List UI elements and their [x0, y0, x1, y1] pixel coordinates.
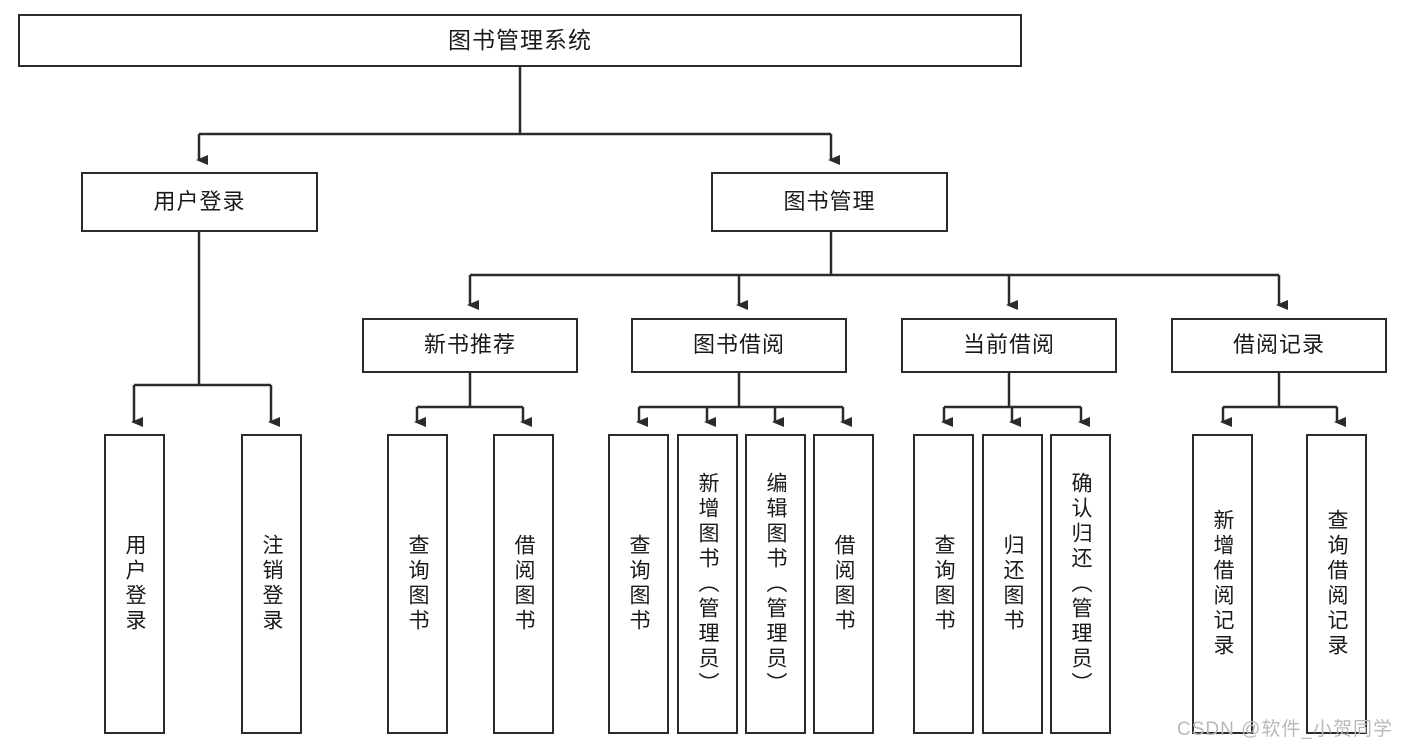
node-user-login[interactable]: 用户登录 — [81, 172, 318, 232]
leaf-record-query-record[interactable]: 查询借阅记录 — [1306, 434, 1367, 734]
node-label: 归还图书 — [1001, 534, 1025, 634]
node-label: 当前借阅 — [962, 332, 1055, 358]
leaf-record-add-record[interactable]: 新增借阅记录 — [1192, 434, 1253, 734]
edge-group-user-login — [131, 232, 280, 427]
node-label: 查询图书 — [932, 534, 956, 634]
node-borrow-record[interactable]: 借阅记录 — [1171, 318, 1387, 373]
node-book-management[interactable]: 图书管理 — [711, 172, 948, 232]
leaf-current-query-book[interactable]: 查询图书 — [913, 434, 974, 734]
node-label: 借阅图书 — [512, 534, 536, 634]
leaf-current-confirm-return-admin[interactable]: 确认归还（管理员） — [1050, 434, 1111, 734]
leaf-user-login-login[interactable]: 用户登录 — [104, 434, 165, 734]
node-label: 新书推荐 — [423, 332, 516, 358]
node-label: 用户登录 — [123, 534, 147, 634]
node-label: 图书借阅 — [692, 332, 785, 358]
leaf-current-return-book[interactable]: 归还图书 — [982, 434, 1043, 734]
edge-group-borrow-record — [1220, 373, 1346, 427]
edge-group-book-manage — [467, 232, 1288, 310]
leaf-borrow-edit-book-admin[interactable]: 编辑图书（管理员） — [745, 434, 806, 734]
node-current-borrow[interactable]: 当前借阅 — [901, 318, 1117, 373]
node-label: 确认归还（管理员） — [1069, 471, 1093, 697]
node-label: 用户登录 — [153, 188, 246, 214]
leaf-new-book-query[interactable]: 查询图书 — [387, 434, 448, 734]
node-label: 新增借阅记录 — [1211, 509, 1235, 659]
csdn-watermark: CSDN @软件_小贺同学 — [1177, 719, 1393, 740]
leaf-borrow-add-book-admin[interactable]: 新增图书（管理员） — [677, 434, 738, 734]
node-label: 编辑图书（管理员） — [764, 471, 788, 697]
node-label: 注销登录 — [260, 534, 284, 634]
leaf-borrow-query-book[interactable]: 查询图书 — [608, 434, 669, 734]
edge-group-new-book — [414, 373, 532, 427]
node-label: 查询图书 — [406, 534, 430, 634]
node-label: 借阅图书 — [832, 534, 856, 634]
node-label: 借阅记录 — [1232, 332, 1325, 358]
node-book-borrow[interactable]: 图书借阅 — [631, 318, 847, 373]
leaf-borrow-borrow-book[interactable]: 借阅图书 — [813, 434, 874, 734]
node-label: 查询借阅记录 — [1325, 509, 1349, 659]
node-label: 图书管理 — [783, 188, 876, 214]
node-label: 图书管理系统 — [448, 26, 592, 53]
leaf-new-book-borrow[interactable]: 借阅图书 — [493, 434, 554, 734]
edge-group-root — [196, 67, 840, 165]
node-root-system[interactable]: 图书管理系统 — [18, 14, 1022, 67]
node-new-book-recommend[interactable]: 新书推荐 — [362, 318, 578, 373]
edge-group-current-borrow — [941, 373, 1090, 427]
node-label: 查询图书 — [627, 534, 651, 634]
leaf-user-login-logout[interactable]: 注销登录 — [241, 434, 302, 734]
node-label: 新增图书（管理员） — [696, 471, 720, 697]
edge-group-book-borrow — [636, 373, 852, 427]
